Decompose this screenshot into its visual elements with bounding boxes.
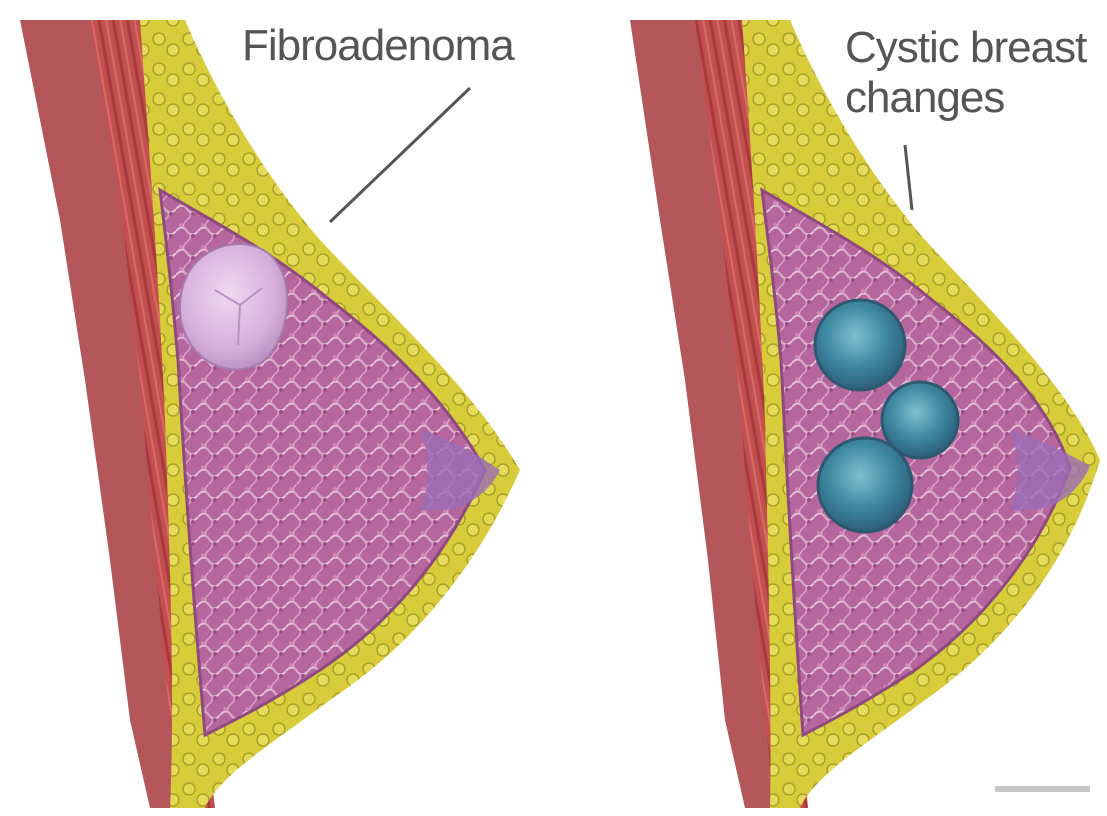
copyright-mark — [995, 786, 1090, 792]
right-cyst-lower — [818, 438, 912, 532]
left-fibroadenoma-mass — [180, 244, 287, 370]
cystic-breast-changes-label-line2: changes — [845, 73, 1004, 122]
cystic-breast-changes-label-line1: Cystic breast — [845, 23, 1087, 72]
right-cyst-upper — [815, 300, 905, 390]
fibroadenoma-label: Fibroadenoma — [242, 21, 515, 70]
